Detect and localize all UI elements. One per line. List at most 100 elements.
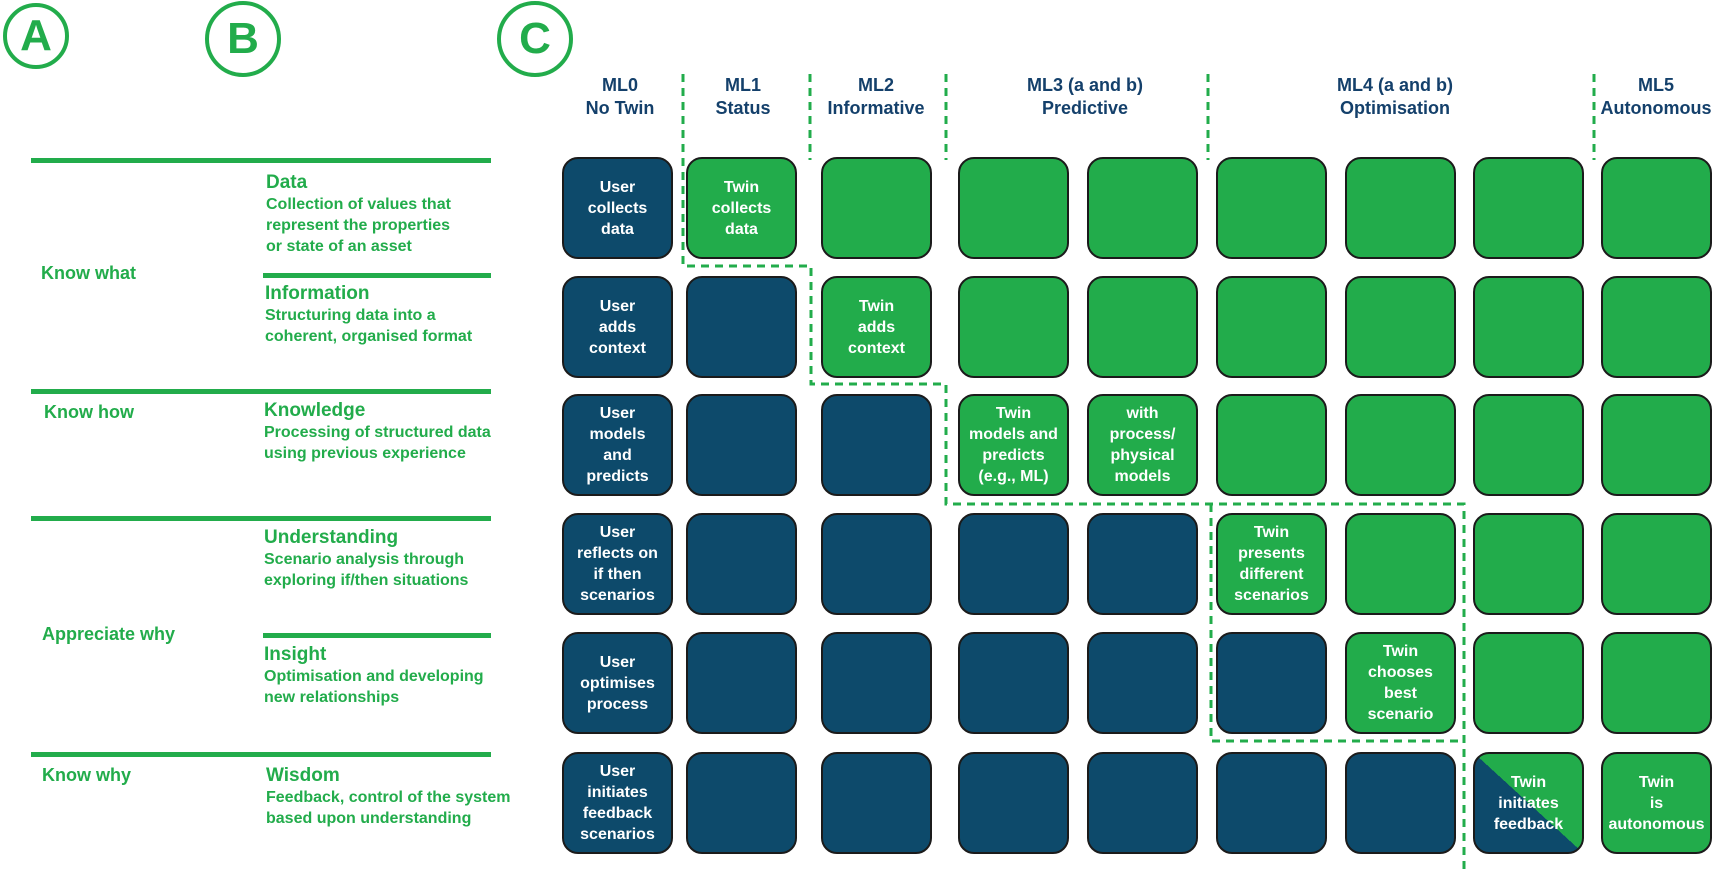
divider-line <box>263 633 491 638</box>
label-know-why: Know why <box>42 765 131 785</box>
label-appreciate-why: Appreciate why <box>42 624 176 644</box>
hierarchy-description: Collection of values that represent the … <box>266 196 451 255</box>
level-code: ML3 (a and b) <box>1027 75 1143 95</box>
maturity-cell <box>821 513 932 615</box>
maturity-cell <box>1601 632 1712 734</box>
level-name: Autonomous <box>1600 98 1712 118</box>
maturity-cell <box>1087 752 1198 854</box>
maturity-cell: Twin is autonomous <box>1601 752 1712 854</box>
maturity-cell <box>1345 276 1456 378</box>
maturity-cell: User adds context <box>562 276 673 378</box>
maturity-cell <box>686 632 797 734</box>
level-heading-ml3: ML3 (a and b) Predictive <box>995 74 1175 120</box>
cell-text: Twin adds context <box>848 297 905 357</box>
hierarchy-title: Insight <box>264 644 327 665</box>
divider-line <box>31 516 491 521</box>
maturity-cell <box>821 394 932 496</box>
cell-text: Twin collects data <box>711 178 772 238</box>
maturity-cell <box>1087 157 1198 259</box>
hierarchy-description: Structuring data into a coherent, organi… <box>265 307 473 345</box>
level-code: ML2 <box>858 75 894 95</box>
maturity-cell <box>686 513 797 615</box>
cell-text: User collects data <box>587 178 648 238</box>
maturity-cell <box>958 513 1069 615</box>
maturity-cell <box>1216 157 1327 259</box>
hierarchy-description: Optimisation and developing new relation… <box>264 668 484 706</box>
hierarchy-data: Data Collection of values that represent… <box>266 172 451 257</box>
maturity-cell <box>1601 394 1712 496</box>
divider-line <box>263 273 491 278</box>
cell-text: User initiates feedback scenarios <box>580 763 655 843</box>
cell-text: Twin is autonomous <box>1608 773 1705 833</box>
level-heading-ml5: ML5 Autonomous <box>1599 74 1713 120</box>
maturity-cell <box>1473 394 1584 496</box>
maturity-cell: User models and predicts <box>562 394 673 496</box>
maturity-cell <box>686 394 797 496</box>
maturity-cell <box>1601 157 1712 259</box>
cell-text: Twin chooses best scenario <box>1367 643 1434 723</box>
level-name: No Twin <box>585 98 655 118</box>
level-heading-ml0: ML0 No Twin <box>560 74 680 120</box>
maturity-cell <box>1473 276 1584 378</box>
cell-text: Twin presents different scenarios <box>1234 524 1309 604</box>
maturity-cell <box>1601 276 1712 378</box>
maturity-cell <box>1216 276 1327 378</box>
maturity-cell <box>1473 157 1584 259</box>
maturity-cell <box>821 752 932 854</box>
maturity-cell <box>1345 752 1456 854</box>
cell-text: User models and predicts <box>586 405 649 485</box>
maturity-cell <box>1473 632 1584 734</box>
maturity-cell <box>958 632 1069 734</box>
divider-line <box>31 158 491 163</box>
hierarchy-knowledge: Knowledge Processing of structured data … <box>264 400 491 464</box>
maturity-cell <box>958 752 1069 854</box>
hierarchy-wisdom: Wisdom Feedback, control of the system b… <box>266 765 511 829</box>
level-name: Informative <box>827 98 925 118</box>
maturity-cell <box>821 632 932 734</box>
maturity-cell <box>1087 276 1198 378</box>
cell-text: Twin initiates feedback <box>1493 773 1564 833</box>
panel-c-label: C <box>497 1 573 77</box>
label-know-how: Know how <box>44 402 134 422</box>
maturity-cell <box>1087 513 1198 615</box>
panel-a-label: A <box>3 3 69 69</box>
hierarchy-title: Understanding <box>264 527 399 548</box>
level-name: Predictive <box>1041 98 1129 118</box>
hierarchy-understanding: Understanding Scenario analysis through … <box>264 527 468 591</box>
level-heading-ml2: ML2 Informative <box>806 74 946 120</box>
level-name: Status <box>715 98 771 118</box>
maturity-cell <box>1345 513 1456 615</box>
maturity-cell: Twin presents different scenarios <box>1216 513 1327 615</box>
divider-line <box>31 752 491 757</box>
maturity-cell: User optimises process <box>562 632 673 734</box>
cell-text: with process/ physical models <box>1109 405 1176 485</box>
maturity-cell: with process/ physical models <box>1087 394 1198 496</box>
level-code: ML5 <box>1638 75 1674 95</box>
maturity-cell: User collects data <box>562 157 673 259</box>
cell-text: User adds context <box>589 297 646 357</box>
hierarchy-title: Wisdom <box>266 765 340 786</box>
maturity-cell <box>821 157 932 259</box>
maturity-cell <box>1601 513 1712 615</box>
maturity-cell <box>686 276 797 378</box>
level-heading-ml1: ML1 Status <box>683 74 803 120</box>
hierarchy-title: Data <box>266 172 308 193</box>
maturity-cell: Twin chooses best scenario <box>1345 632 1456 734</box>
cell-text: User reflects on if then scenarios <box>577 524 658 604</box>
level-name: Optimisation <box>1339 98 1450 118</box>
maturity-cell: Twin collects data <box>686 157 797 259</box>
level-heading-ml4: ML4 (a and b) Optimisation <box>1305 74 1485 120</box>
panel-b-label: B <box>205 1 281 77</box>
cell-text: User optimises process <box>580 653 655 713</box>
maturity-cell: User initiates feedback scenarios <box>562 752 673 854</box>
maturity-cell <box>1345 157 1456 259</box>
divider-line <box>31 389 491 394</box>
maturity-cell <box>1345 394 1456 496</box>
hierarchy-information: Information Structuring data into a cohe… <box>265 283 472 347</box>
maturity-cell <box>686 752 797 854</box>
hierarchy-title: Knowledge <box>264 400 366 421</box>
level-code: ML1 <box>725 75 761 95</box>
maturity-cell <box>1216 752 1327 854</box>
maturity-cell <box>1087 632 1198 734</box>
